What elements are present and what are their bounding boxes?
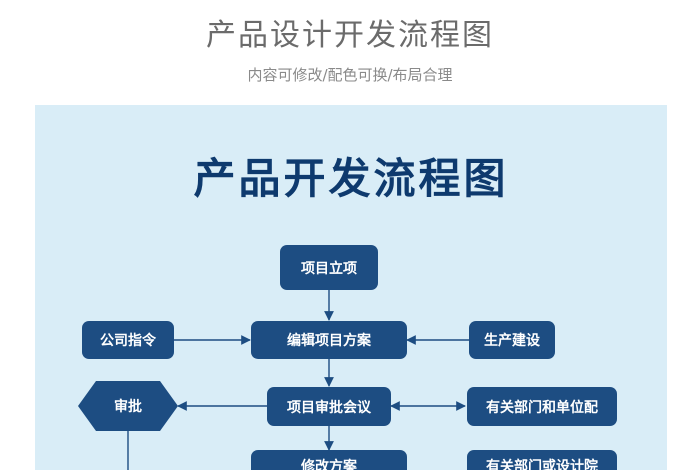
node-company-directive: 公司指令 <box>82 321 174 359</box>
node-design-institute: 有关部门或设计院 <box>467 450 617 470</box>
page-subheading: 内容可修改/配色可换/布局合理 <box>247 66 453 84</box>
node-approval-meeting: 项目审批会议 <box>267 387 391 426</box>
page-heading: 产品设计开发流程图 <box>206 18 494 53</box>
node-revise-plan: 修改方案 <box>251 450 407 470</box>
node-approval: 审批 <box>78 381 178 431</box>
node-edit-plan: 编辑项目方案 <box>251 321 407 359</box>
node-project-start: 项目立项 <box>280 245 378 290</box>
node-related-departments: 有关部门和单位配 <box>467 387 617 426</box>
diagram-title: 产品开发流程图 <box>193 154 509 203</box>
node-production-advice: 生产建设 <box>469 321 555 359</box>
flowchart-connectors <box>127 290 469 470</box>
flowchart-canvas: 产品开发流程图 项目立项 公司指令 编辑项目方案 生产建设 审批 项目审批会议 … <box>35 105 667 470</box>
